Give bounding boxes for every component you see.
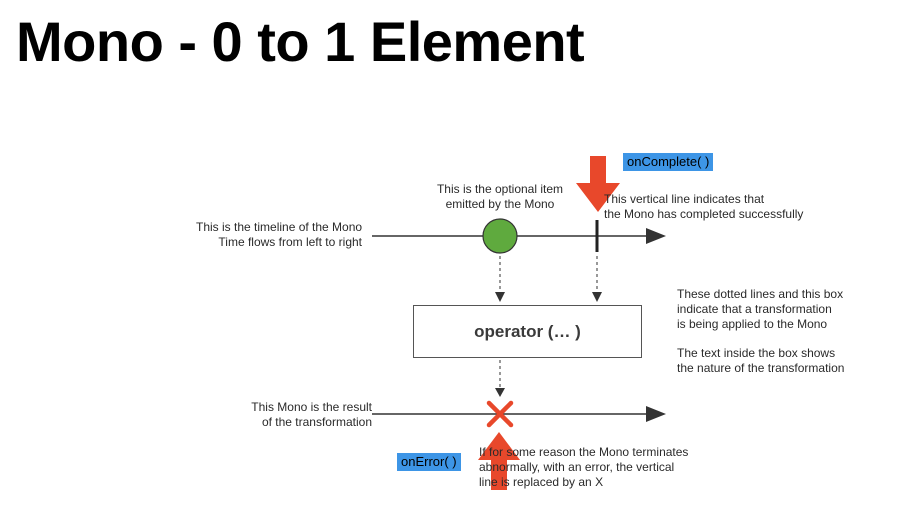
error-annotation-line-3: line is replaced by an X (479, 475, 604, 489)
operator-text-annotation-line-1: The text inside the box shows (677, 346, 836, 360)
on-complete-tag: onComplete( ) (623, 153, 714, 171)
transformation-annotation-line-3: is being applied to the Mono (677, 317, 828, 331)
page-title: Mono - 0 to 1 Element (16, 10, 585, 73)
completion-annotation-line-1: This vertical line indicates that (604, 192, 765, 206)
result-timeline-arrowhead (646, 406, 666, 422)
dotted-line-result-arrowhead (495, 388, 505, 397)
dotted-line-complete-arrowhead (592, 292, 602, 302)
source-timeline-arrowhead (646, 228, 666, 244)
completion-annotation-line-2: the Mono has completed successfully (604, 207, 804, 221)
result-annotation-line-2: of the transformation (261, 415, 372, 429)
timeline-annotation-line-1: This is the timeline of the Mono (196, 220, 363, 234)
result-annotation: This Mono is the result of the transform… (220, 400, 372, 430)
emitted-item-marble (482, 218, 518, 254)
red-down-arrow-icon (576, 156, 620, 212)
completion-annotation: This vertical line indicates that the Mo… (604, 192, 803, 222)
timeline-annotation-line-2: Time flows from left to right (218, 235, 362, 249)
result-annotation-line-1: This Mono is the result (251, 400, 372, 414)
red-up-arrow-icon (478, 432, 520, 490)
operator-text-annotation: The text inside the box shows the nature… (677, 346, 844, 376)
operator-label: operator (… ) (474, 321, 581, 341)
transformation-annotation-line-1: These dotted lines and this box (677, 287, 844, 301)
error-x-icon (486, 400, 514, 428)
error-annotation-line-2: abnormally, with an error, the vertical (479, 460, 675, 474)
transformation-annotation-line-2: indicate that a transformation (677, 302, 832, 316)
operator-box: operator (… ) (413, 305, 642, 358)
on-error-tag: onError( ) (397, 453, 461, 471)
timeline-annotation: This is the timeline of the Mono Time fl… (196, 220, 362, 250)
dotted-line-item-arrowhead (495, 292, 505, 302)
item-annotation: This is the optional item emitted by the… (430, 182, 570, 212)
transformation-annotation: These dotted lines and this box indicate… (677, 287, 843, 332)
error-annotation-line-1: If for some reason the Mono terminates (479, 445, 689, 459)
item-annotation-line-1: This is the optional item (436, 182, 564, 196)
item-annotation-line-2: emitted by the Mono (445, 197, 555, 211)
operator-text-annotation-line-2: the nature of the transformation (677, 361, 845, 375)
error-annotation: If for some reason the Mono terminates a… (479, 445, 688, 490)
